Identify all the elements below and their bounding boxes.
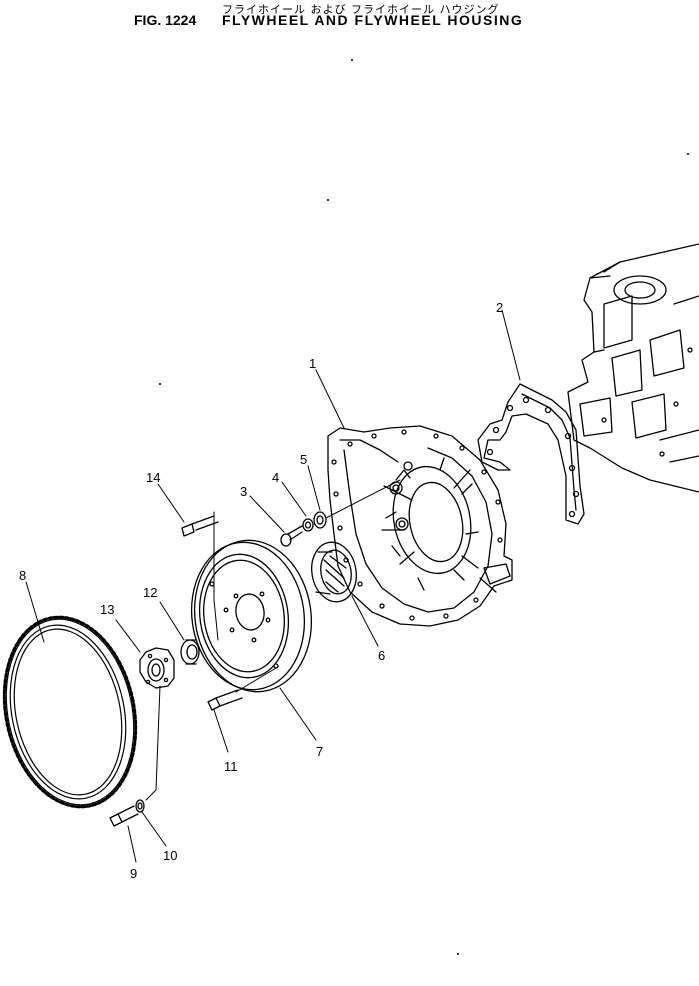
callout-4: 4 xyxy=(272,470,279,485)
hub-13 xyxy=(139,647,175,689)
callout-9: 9 xyxy=(130,866,137,881)
dowel-pin-11 xyxy=(207,689,243,711)
leader-dowel-pin-14 xyxy=(213,511,219,641)
callout-8: 8 xyxy=(19,568,26,583)
leader-bolt-alignment xyxy=(325,479,401,519)
callout-13: 13 xyxy=(100,602,114,617)
oil-seal-6 xyxy=(311,541,357,603)
figure-title-japanese: フライホイール および フライホイール ハウジング xyxy=(222,3,500,16)
ring-gear-8 xyxy=(2,615,138,809)
callout-12: 12 xyxy=(143,585,157,600)
callout-11: 11 xyxy=(224,759,238,774)
flywheel-7 xyxy=(190,539,313,693)
figure-title: FLYWHEEL AND FLYWHEEL HOUSING xyxy=(222,12,524,28)
stray-marks xyxy=(159,59,689,955)
bearing-12 xyxy=(180,639,200,665)
bolt-9 xyxy=(109,805,139,827)
callout-6: 6 xyxy=(378,648,385,663)
callout-14: 14 xyxy=(146,470,160,485)
washer-10 xyxy=(135,799,145,813)
leader-dowel-pin-11 xyxy=(235,667,277,693)
bolt-3 xyxy=(280,525,303,547)
gasket-2 xyxy=(477,383,585,525)
flywheel-housing-1 xyxy=(327,425,513,627)
leader-hub-13 xyxy=(145,685,161,801)
washer-5 xyxy=(313,511,327,529)
callout-labels: 1 2 3 4 5 6 7 8 9 10 11 12 13 14 xyxy=(19,300,503,881)
figure-number: FIG. 1224 xyxy=(134,12,197,28)
dowel-pin-14 xyxy=(181,515,219,537)
callout-3: 3 xyxy=(240,484,247,499)
callout-5: 5 xyxy=(300,452,307,467)
lock-washer-4 xyxy=(302,518,314,532)
callout-leaders xyxy=(25,309,521,863)
callout-7: 7 xyxy=(316,744,323,759)
callout-1: 1 xyxy=(309,356,316,371)
callout-10: 10 xyxy=(163,848,177,863)
engine-block xyxy=(567,243,699,493)
callout-2: 2 xyxy=(496,300,503,315)
